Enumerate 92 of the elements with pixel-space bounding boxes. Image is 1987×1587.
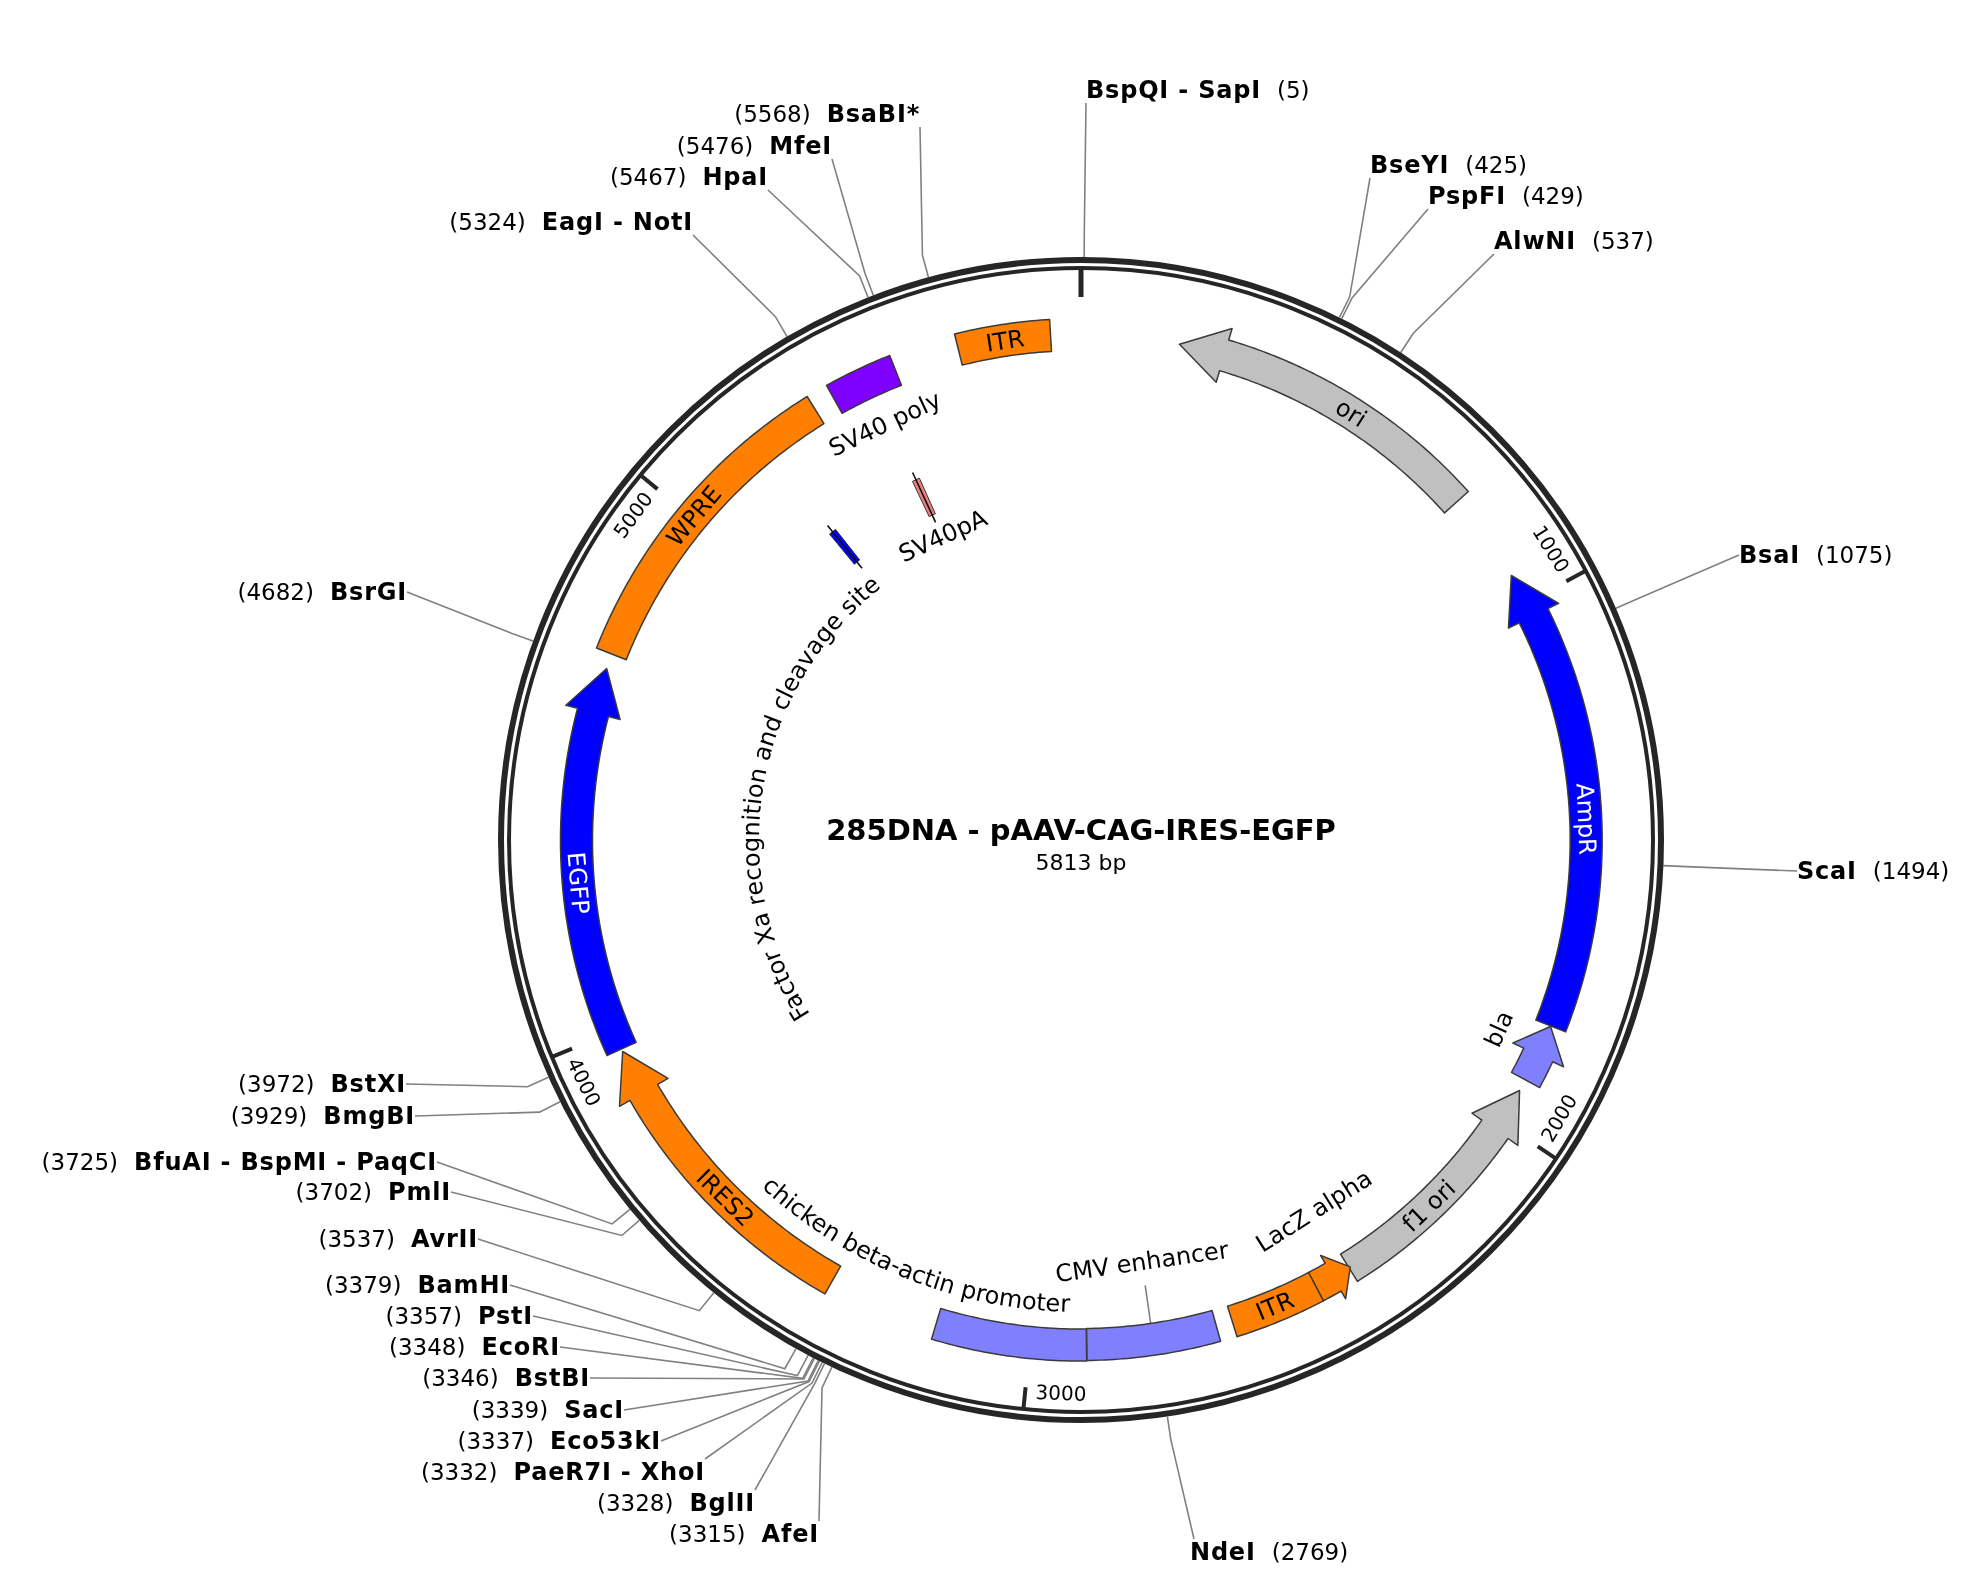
feature-label: ITR [1252,1287,1297,1325]
enzyme-name: BstXI [330,1071,406,1097]
enzyme-name: BfuAI - BspMI - PaqCI [134,1149,437,1175]
leader-line [1083,102,1087,258]
enzyme-name: SacI [564,1397,624,1423]
plasmid-size: 5813 bp [1035,852,1127,874]
leader-line [405,1076,550,1088]
leader-line [754,1362,826,1491]
enzyme-name: BglII [689,1490,755,1516]
feature-label: ITR [983,326,1026,356]
feature-label: bla [1480,1007,1518,1051]
map-position: (3972) [238,1071,315,1097]
leader-line [1166,1415,1195,1540]
feature-label: EGFP [563,850,593,915]
enzyme-name: BsrGI [329,579,407,605]
map-position: (3379) [325,1272,402,1298]
enzyme-name: PaeR7I - XhoI [513,1459,705,1485]
leader-line [767,189,869,299]
feature-label: f1 ori [1397,1176,1460,1237]
map-position: (3337) [457,1428,534,1454]
map-position: (3339) [471,1397,549,1423]
leader-line [1340,208,1429,320]
enzyme-name: BmgBI [323,1103,415,1129]
map-position: (3332) [420,1459,498,1485]
map-position: (1494) [1872,858,1950,884]
leader-line [406,591,534,642]
map-position: (5324) [449,209,526,235]
leader-line [559,1346,815,1380]
leader-line [623,1359,820,1411]
map-position: (5568) [734,101,811,127]
feature-label: ori [1331,394,1371,432]
leader-line [436,1161,631,1225]
enzyme-name: BamHI [417,1272,510,1298]
map-position: (3725) [41,1149,119,1175]
enzyme-name: Eco53kI [550,1428,661,1454]
leader-line [509,1284,797,1370]
scale-label: 3000 [1035,1381,1087,1404]
map-position: (3537) [318,1226,395,1252]
feature-label: SV40 poly [825,387,945,461]
leader-line [1662,864,1798,872]
map-position: (4682) [237,579,314,605]
feature-label: CMV enhancer [1053,1237,1230,1286]
map-position: (3346) [422,1365,499,1391]
map-position: (2769) [1271,1539,1349,1565]
map-position: (3315) [669,1521,746,1547]
map-position: (3929) [230,1103,308,1129]
enzyme-name: BspQI - SapI [1086,77,1261,103]
enzyme-name: BseYI [1370,152,1450,178]
enzyme-name: EcoRI [481,1334,560,1360]
leader-line [1615,554,1740,609]
feature-label: AmpR [1572,782,1600,856]
leader-line [1144,1284,1152,1325]
enzyme-name: ScaI [1797,858,1857,884]
map-position: (3702) [295,1179,373,1205]
enzyme-name: BsaBI* [826,101,920,127]
map-position: (5476) [676,133,754,159]
enzyme-name: PspFI [1428,183,1506,209]
leader-line [692,234,788,338]
plasmid-name: 285DNA - pAAV-CAG-IRES-EGFP [826,815,1336,845]
leader-line [831,158,875,297]
enzyme-name: MfeI [769,133,832,159]
leader-line [818,1366,833,1522]
map-position: (537) [1592,228,1654,254]
map-position: (3348) [389,1334,466,1360]
enzyme-name: BstBI [514,1365,590,1391]
leader-line [1399,253,1495,354]
leader-line [414,1100,561,1117]
enzyme-name: PstI [477,1303,533,1329]
map-position: (1075) [1815,542,1893,568]
enzyme-name: NdeI [1190,1539,1256,1565]
leader-line [704,1361,824,1460]
scale-label: 4000 [563,1055,605,1110]
enzyme-name: PmlI [388,1179,451,1205]
enzyme-name: HpaI [702,164,768,190]
map-position: (425) [1465,152,1528,178]
map-position: (429) [1521,183,1584,209]
enzyme-name: BsaI [1739,542,1800,568]
leader-line [1338,177,1371,319]
leader-line [589,1357,816,1380]
enzyme-name: EagI - NotI [541,209,693,235]
map-position: (5467) [609,164,687,190]
leader-line [919,126,930,279]
map-position: (5) [1276,77,1310,103]
enzyme-name: AvrII [410,1226,478,1252]
enzyme-name: AfeI [761,1521,819,1547]
enzyme-name: AlwNI [1494,228,1576,254]
leader-line [660,1360,821,1442]
map-position: (3328) [596,1490,674,1516]
leader-line [477,1238,715,1312]
leader-line [450,1191,641,1237]
map-position: (3357) [385,1303,462,1329]
leader-line [532,1315,809,1377]
